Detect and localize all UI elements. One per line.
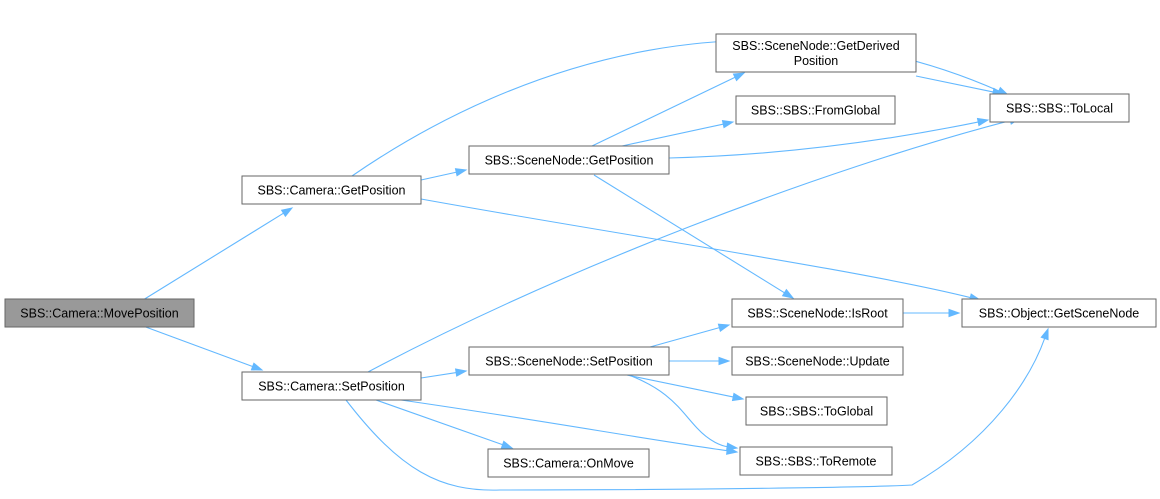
node-onmove[interactable]: SBS::Camera::OnMove [487,448,650,478]
arrowhead [500,440,514,449]
node-sn_getpos[interactable]: SBS::SceneNode::GetPosition [468,145,670,175]
arrowhead [250,362,264,371]
edge-camset-to-onmove [375,399,514,449]
edge-sn_setpos-to-toremote [625,373,739,451]
edge-sn_getpos-to-isroot [593,174,795,299]
node-box [731,346,904,376]
node-label: SBS::SBS::ToRemote [756,455,877,469]
node-label: SBS::SceneNode::SetPosition [485,355,653,369]
edge-camset-to-tolocal [367,116,1022,373]
arrowhead [454,368,468,377]
node-label: SBS::SceneNode::GetPosition [485,154,654,168]
node-move[interactable]: SBS::Camera::MovePosition [4,298,195,328]
node-box [4,298,195,328]
node-getscenenode[interactable]: SBS::Object::GetSceneNode [961,298,1157,328]
node-label: SBS::SceneNode::Update [745,355,890,369]
node-label: Position [794,54,839,68]
node-camset[interactable]: SBS::Camera::SetPosition [241,371,422,401]
arrowhead [732,72,746,82]
arrowhead [976,117,990,127]
node-tolocal[interactable]: SBS::SBS::ToLocal [989,93,1130,123]
node-toremote[interactable]: SBS::SBS::ToRemote [739,446,893,476]
node-box [989,93,1130,123]
node-box [715,33,917,73]
node-fromglobal[interactable]: SBS::SBS::FromGlobal [735,95,896,125]
edge-camget-to-getscenenode [420,198,982,302]
node-isroot[interactable]: SBS::SceneNode::IsRoot [731,298,904,328]
edge-camget-to-sn_getpos [420,168,468,181]
node-box [745,396,888,426]
edge-sn_setpos-to-isroot [649,323,731,348]
node-label: SBS::Object::GetSceneNode [979,307,1140,321]
node-label: SBS::SBS::FromGlobal [751,104,880,118]
edge-sn_getpos-to-tolocal [668,117,990,159]
arrowhead [454,168,468,177]
node-label: SBS::Camera::GetPosition [258,184,406,198]
node-label: SBS::SBS::ToLocal [1006,102,1113,116]
edge-isroot-to-getscenenode [903,308,961,318]
edge-sn_setpos-to-toglobal [621,373,745,402]
arrowhead [721,120,735,129]
arrowhead [280,207,294,218]
node-box [468,346,670,376]
node-box [241,175,422,205]
arrowhead [781,288,795,299]
node-label: SBS::SceneNode::GetDerived [732,39,899,53]
node-label: SBS::SBS::ToGlobal [760,405,873,419]
node-box [731,298,904,328]
edge-camset-to-sn_setpos [420,368,468,379]
edges-layer [142,39,1049,491]
edge-sn_setpos-to-update [669,356,731,366]
node-box [468,145,670,175]
arrowhead [717,323,731,332]
edge-move-to-camget [142,207,294,301]
arrowhead [731,392,745,402]
node-box [961,298,1157,328]
node-label: SBS::SceneNode::IsRoot [747,307,888,321]
node-update[interactable]: SBS::SceneNode::Update [731,346,904,376]
node-camget[interactable]: SBS::Camera::GetPosition [241,175,422,205]
arrowhead [718,356,731,366]
node-label: SBS::Camera::OnMove [503,457,634,471]
edge-camset-to-getscenenode [345,327,1049,491]
node-sn_setpos[interactable]: SBS::SceneNode::SetPosition [468,346,670,376]
node-label: SBS::Camera::SetPosition [258,380,405,394]
node-box [487,448,650,478]
edge-sn_getpos-to-fromglobal [621,120,735,147]
edge-move-to-camset [142,325,264,371]
nodes-layer: SBS::Camera::MovePosition SBS::Camera::Ge… [4,33,1157,478]
node-box [735,95,896,125]
edge-sn_getpos-to-sn_getder [591,72,746,147]
arrowhead [726,442,739,451]
edge-sn_getder-to-tolocal [915,75,1005,97]
node-label: SBS::Camera::MovePosition [20,307,178,321]
node-box [241,371,422,401]
arrowhead [948,308,961,318]
node-box [739,446,893,476]
arrowhead [1040,327,1049,341]
node-toglobal[interactable]: SBS::SBS::ToGlobal [745,396,888,426]
